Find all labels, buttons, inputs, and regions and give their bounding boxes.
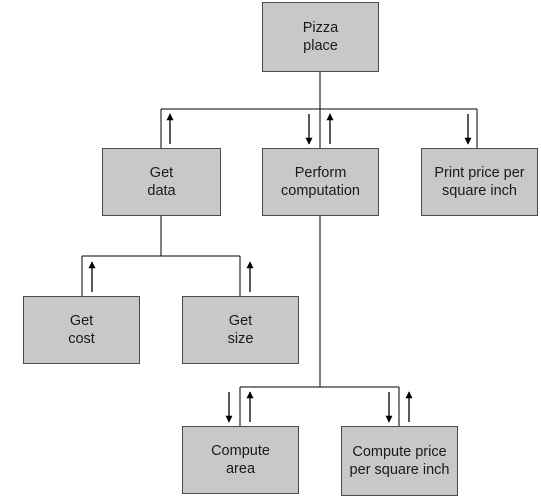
- node-label: Compute area: [211, 443, 270, 477]
- node-print-price: Print price per square inch: [421, 148, 538, 216]
- node-label: Get data: [147, 165, 176, 199]
- node-compute-price: Compute price per square inch: [341, 426, 458, 496]
- node-get-data: Get data: [102, 148, 221, 216]
- node-pizza-place: Pizza place: [262, 2, 379, 72]
- node-perform-computation: Perform computation: [262, 148, 379, 216]
- node-label: Get cost: [68, 313, 95, 347]
- node-label: Get size: [227, 313, 254, 347]
- node-get-cost: Get cost: [23, 296, 140, 364]
- node-label: Pizza place: [302, 20, 339, 54]
- node-get-size: Get size: [182, 296, 299, 364]
- node-label: Print price per square inch: [434, 165, 525, 199]
- node-label: Compute price per square inch: [349, 444, 450, 478]
- node-label: Perform computation: [281, 165, 360, 199]
- node-compute-area: Compute area: [182, 426, 299, 494]
